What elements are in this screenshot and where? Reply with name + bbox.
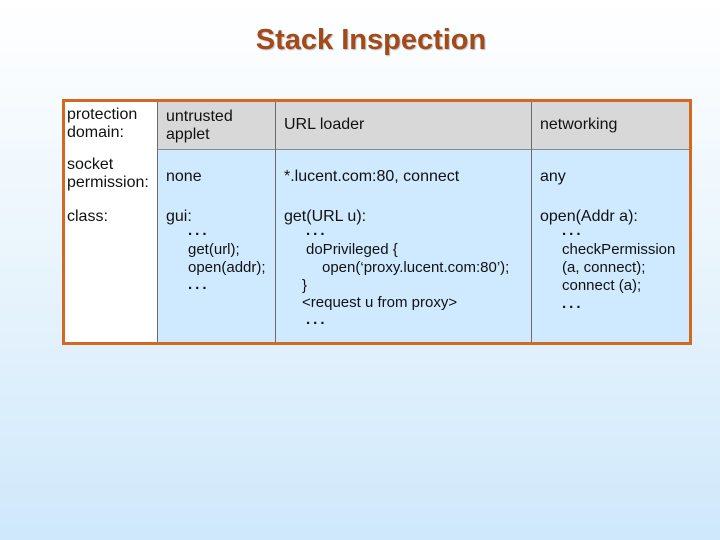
permission-cell: none [166, 168, 202, 185]
code-line: (a, connect); [562, 259, 646, 276]
class-name: open(Addr a): [540, 208, 638, 225]
column-networking: networking any open(Addr a): ... checkPe… [531, 102, 689, 342]
row-label-protection-domain: protection domain: [67, 106, 138, 141]
column-url-loader: URL loader *.lucent.com:80, connect get(… [275, 102, 532, 342]
code-line: ... [562, 222, 584, 239]
permission-cell: any [540, 168, 566, 185]
stack-inspection-table: protection domain: socket permission: cl… [62, 99, 692, 345]
code-line: doPrivileged { [306, 241, 398, 258]
code-line: open(addr); [188, 259, 266, 276]
code-line: } [302, 277, 308, 294]
code-line: <request u from proxy> [302, 294, 458, 311]
code-line: get(url); [188, 241, 240, 258]
row-label-socket-permission: socket permission: [67, 156, 149, 191]
code-line: ... [562, 295, 584, 312]
row-labels: protection domain: socket permission: cl… [65, 102, 157, 342]
column-header: networking [532, 102, 689, 150]
row-label-class: class: [67, 208, 108, 225]
code-line: connect (a); [562, 277, 642, 294]
code-line: ... [188, 276, 210, 293]
class-name: gui: [166, 208, 192, 225]
column-header: untrusted applet [158, 102, 276, 150]
code-line: ... [306, 222, 328, 239]
permission-cell: *.lucent.com:80, connect [284, 168, 460, 185]
code-line: ... [188, 222, 210, 239]
column-header: URL loader [276, 102, 532, 150]
code-line: checkPermission [562, 241, 676, 258]
code-line: open(‘proxy.lucent.com:80’); [322, 259, 510, 276]
class-name: get(URL u): [284, 208, 367, 225]
column-untrusted-applet: untrusted applet none gui: ... get(url);… [157, 102, 276, 342]
code-line: ... [306, 311, 328, 328]
page-title: Stack Inspection [255, 24, 487, 56]
